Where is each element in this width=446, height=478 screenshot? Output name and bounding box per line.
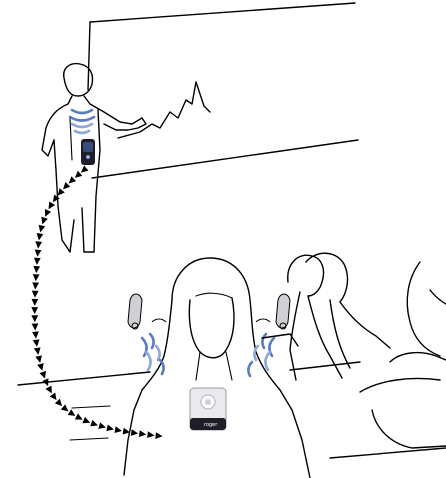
signal-arrowhead	[31, 307, 38, 314]
background-students	[262, 253, 446, 458]
whiteboard	[88, 3, 358, 178]
left-ear-sound-waves	[142, 334, 164, 374]
signal-arrowhead	[131, 429, 139, 437]
signal-arrowhead	[139, 430, 147, 438]
signal-arrowhead	[37, 225, 45, 233]
signal-arrowhead	[45, 386, 54, 395]
signal-arrowhead	[39, 217, 48, 226]
signal-arrowhead	[46, 201, 55, 210]
right-ear-sound-waves	[248, 334, 274, 376]
signal-arrowhead	[114, 426, 122, 434]
signal-arrowhead	[35, 355, 43, 363]
streamer-receiver-icon: roger	[190, 388, 226, 430]
signal-arrowhead	[68, 409, 78, 418]
signal-arrowhead	[33, 266, 40, 273]
signal-arrowhead	[32, 291, 39, 298]
signal-arrowhead	[82, 417, 91, 426]
wireless-mic-transmitter-icon	[81, 139, 95, 165]
signal-arrowhead	[34, 347, 42, 355]
signal-path	[31, 165, 163, 439]
signal-arrowhead	[75, 413, 84, 422]
signal-arrowhead	[155, 432, 163, 439]
signal-arrowhead	[147, 431, 155, 439]
signal-arrowhead	[37, 363, 45, 372]
hearing-aid-icon	[128, 294, 166, 329]
teacher-sound-waves	[70, 110, 94, 133]
signal-arrowhead	[61, 404, 71, 414]
receiver-brand-label: roger	[204, 422, 218, 428]
signal-arrowhead	[34, 250, 41, 258]
signal-arrowhead	[33, 258, 40, 266]
signal-arrowhead	[106, 425, 114, 433]
signal-arrowhead	[35, 241, 42, 249]
signal-arrowhead	[32, 323, 39, 330]
signal-arrowhead	[31, 299, 38, 306]
signal-arrowhead	[32, 282, 39, 289]
signal-arrowhead	[32, 274, 39, 281]
signal-arrowhead	[32, 331, 39, 339]
signal-arrowhead	[40, 371, 49, 380]
signal-arrowhead	[42, 209, 51, 218]
signal-arrowhead	[35, 233, 43, 241]
signal-arrowhead	[90, 420, 99, 429]
hearing-aid-icon	[256, 294, 290, 329]
signal-arrowhead	[98, 422, 107, 430]
signal-arrowhead	[33, 339, 41, 347]
signal-arrowhead	[31, 315, 38, 322]
